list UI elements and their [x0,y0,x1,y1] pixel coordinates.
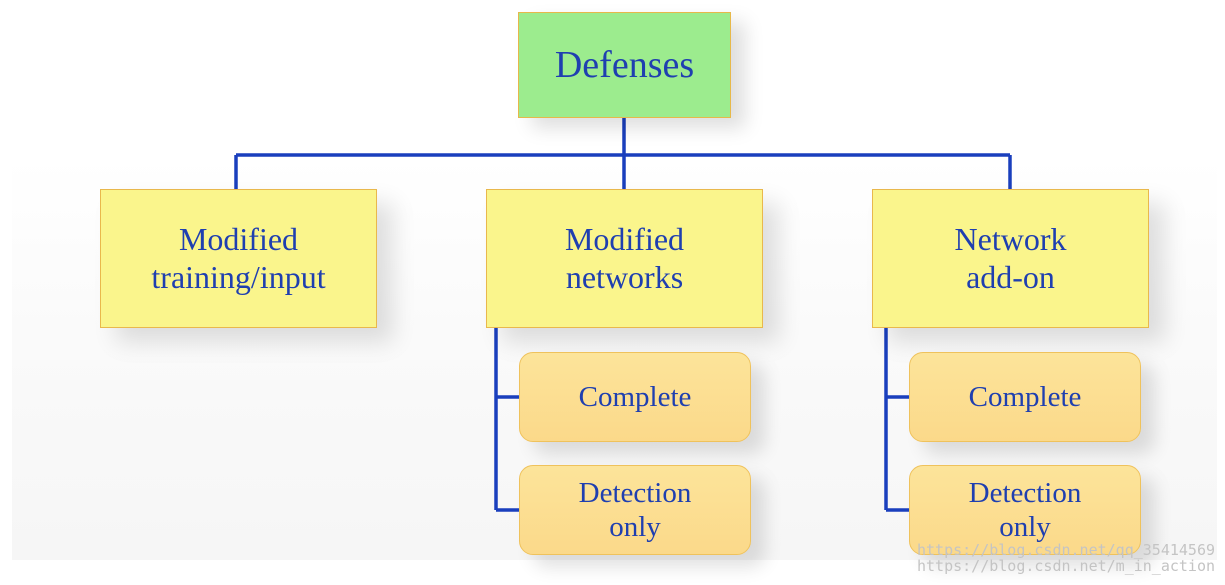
watermark-line-1: https://blog.csdn.net/qq_35414569 [916,541,1215,559]
subnode-networks-complete: Complete [519,352,751,442]
subnode-label: Complete [578,380,692,413]
subnode-networks-detection-only: Detection only [519,465,751,555]
category-modified-training-input: Modified training/input [100,189,377,328]
subnode-addon-detection-only: Detection only [909,465,1141,555]
watermark-line-2: https://blog.csdn.net/m_in_action [916,557,1215,575]
root-node-label: Defenses [554,43,695,86]
category-label: Network add-on [954,220,1067,295]
category-network-add-on: Network add-on [872,189,1149,328]
category-label: Modified networks [564,220,685,295]
root-node-defenses: Defenses [518,12,731,118]
subnode-addon-complete: Complete [909,352,1141,442]
watermark: https://blog.csdn.net/qq_35414569 https:… [917,542,1215,574]
subnode-label: Detection only [578,476,692,543]
subnode-label: Complete [968,380,1082,413]
subnode-label: Detection only [968,476,1082,543]
category-modified-networks: Modified networks [486,189,763,328]
category-label: Modified training/input [151,220,326,295]
